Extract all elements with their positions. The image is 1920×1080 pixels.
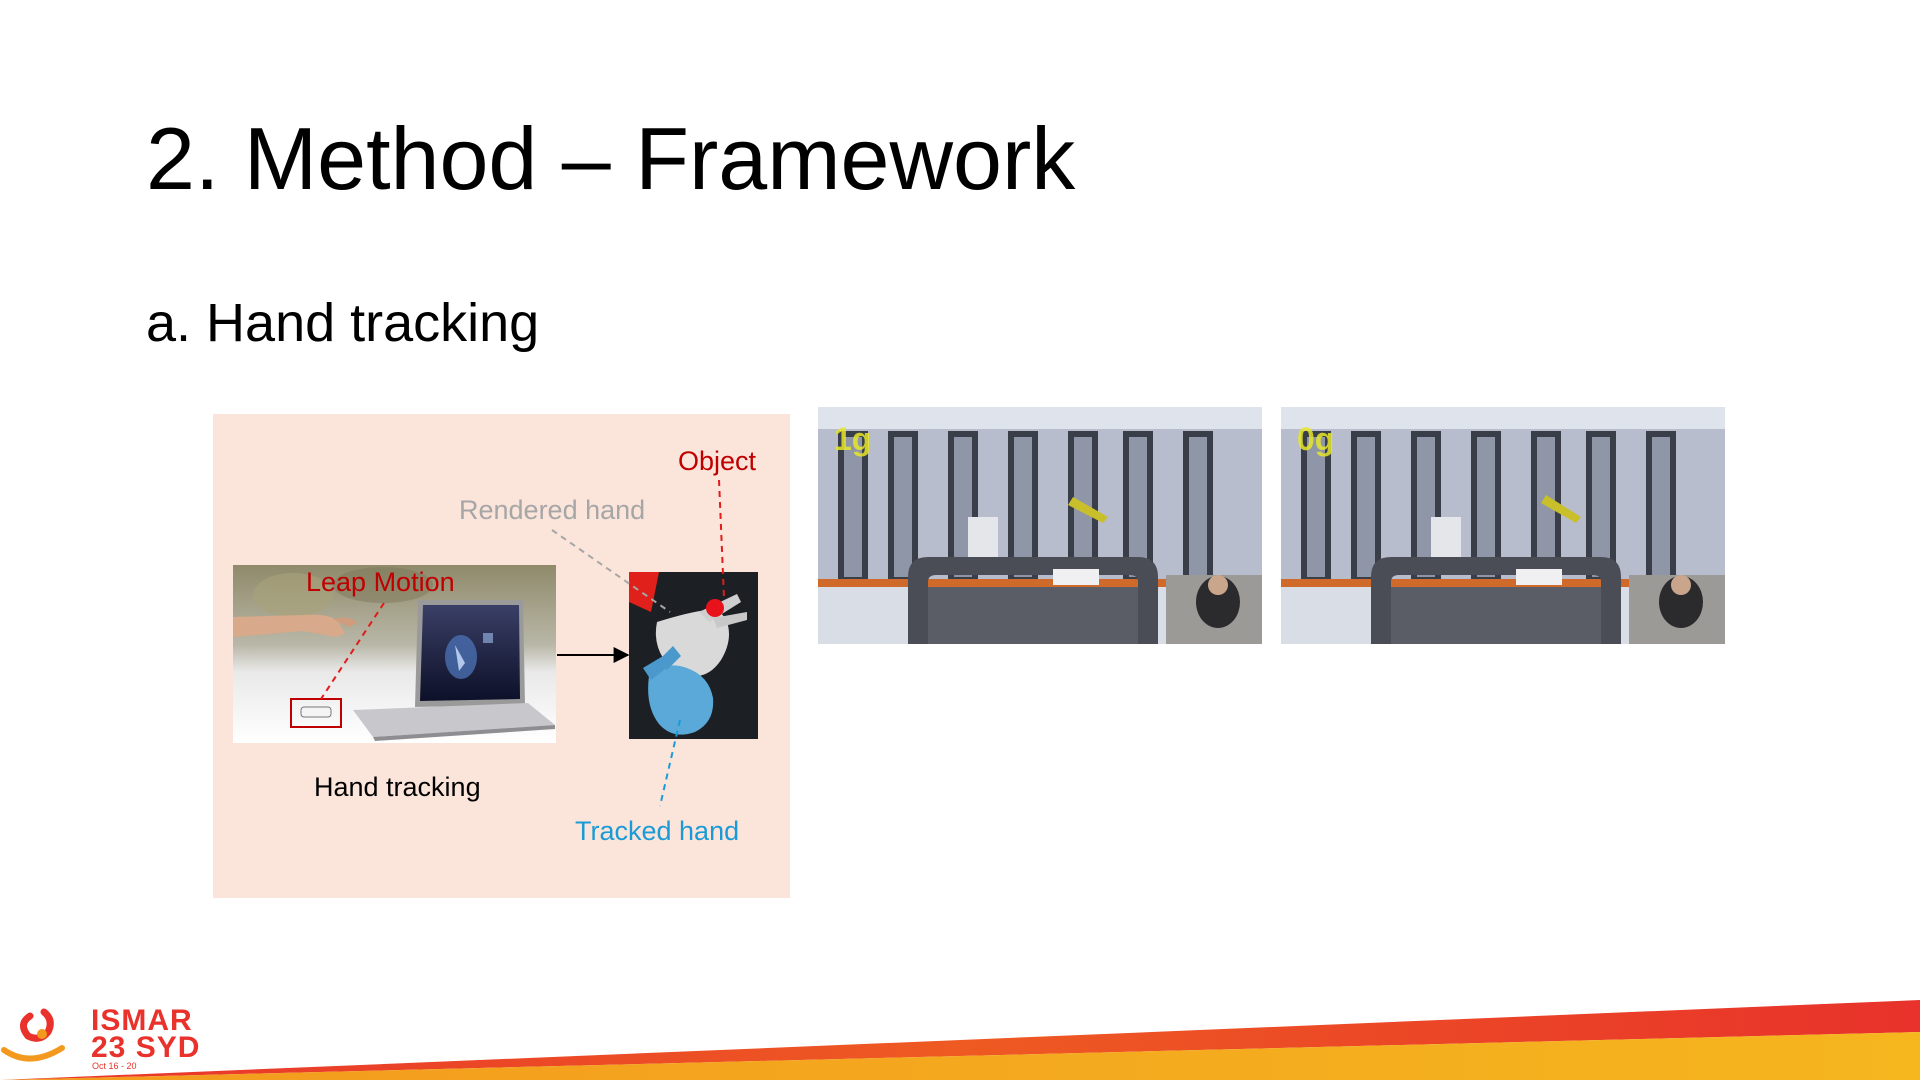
logo-text-year-city: 23 SYD: [91, 1031, 201, 1064]
tracked-hand-leader-line: [659, 719, 681, 807]
rendered-hand-leader-line: [551, 529, 671, 613]
logo-text-dates: Oct 16 - 20: [92, 1061, 137, 1071]
label-hand-tracking-caption: Hand tracking: [314, 772, 481, 802]
gravity-label: 1g: [834, 421, 872, 457]
label-leap-motion: Leap Motion: [306, 567, 455, 597]
label-tracked-hand: Tracked hand: [575, 816, 740, 846]
section-heading: a. Hand tracking: [146, 293, 540, 353]
laptop-leap-motion-photo: [233, 565, 556, 743]
vr-scene-image: [818, 407, 1262, 644]
ismar-logo-icon: [1, 1008, 65, 1062]
vr-frame-0g: 0g: [1281, 407, 1725, 644]
hand-render-image: [629, 572, 758, 739]
slide-title: 2. Method – Framework: [146, 109, 1076, 208]
logo-text-ismar: ISMAR: [91, 1004, 193, 1037]
label-rendered-hand: Rendered hand: [459, 495, 646, 525]
vr-frame-1g: 1g: [818, 407, 1262, 644]
footer-stripe: [0, 1000, 1920, 1080]
label-object: Object: [678, 446, 757, 476]
object-leader-line: [718, 479, 725, 599]
vr-scene-image: [1281, 407, 1725, 644]
leap-motion-leader-line: [320, 602, 385, 700]
gravity-label: 0g: [1297, 421, 1335, 457]
